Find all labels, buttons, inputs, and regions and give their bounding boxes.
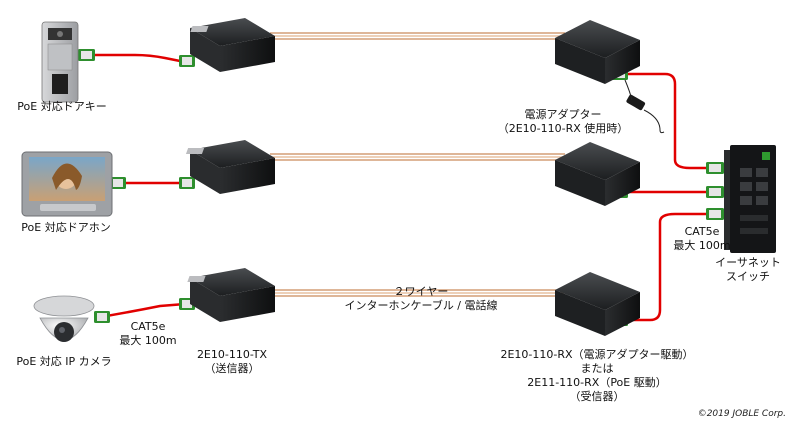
cat5e-left-line1: CAT5e [130, 320, 166, 333]
tx-unit-3 [187, 268, 275, 322]
cat5e-cable-rx3 [625, 212, 720, 322]
rj45-plug-tx2 [179, 177, 195, 189]
twowire-cable-middle [270, 153, 565, 161]
doorphone-label: PoE 対応ドアキー [17, 100, 107, 113]
copyright-notice: ©2019 JOBLE Corp. [697, 409, 786, 419]
intercom-label: PoE 対応ドアホン [21, 221, 111, 234]
rx-unit-1 [555, 20, 640, 84]
switch-label-line1: イーサネット [715, 256, 781, 269]
ethernet-switch [724, 145, 776, 253]
camera-label: PoE 対応 IP カメラ [16, 355, 112, 368]
poe-door-key-device [41, 21, 79, 103]
rx-label-line4: （受信器） [569, 390, 625, 403]
adapter-label-line2: （2E10-110-RX 使用時） [497, 122, 629, 135]
switch-label-line2: スイッチ [726, 270, 770, 283]
rj45-plug-doorphone [78, 49, 95, 61]
power-adapter [624, 79, 665, 134]
rj45-plug-tx1 [179, 55, 195, 67]
cat5e-cable-rx1 [625, 72, 720, 170]
rx-unit-2 [555, 142, 640, 206]
rj45-plug-switch2 [706, 186, 724, 198]
tx-unit-1 [190, 18, 275, 72]
cat5e-left-line2: 最大 100m [119, 334, 177, 347]
cat5e-right-line1: CAT5e [684, 225, 720, 238]
tx-unit-2 [185, 140, 275, 194]
adapter-label-line1: 電源アダプター [524, 108, 602, 121]
rx-label-line3: 2E11-110-RX（PoE 駆動） [527, 376, 667, 389]
rx-label-line1: 2E10-110-RX（電源アダプター駆動） [500, 348, 694, 361]
twowire-label-line1: ２ワイヤー [393, 285, 449, 298]
tx-model-label: 2E10-110-TX [196, 348, 268, 361]
twowire-cable-bottom [270, 289, 565, 297]
rx-unit-3 [555, 272, 640, 336]
rj45-plug-switch1 [706, 162, 724, 174]
tx-role-label: （送信器） [204, 362, 260, 375]
rj45-plug-camera [94, 311, 110, 323]
poe-intercom-monitor [21, 151, 113, 217]
rj45-plug-intercom [110, 177, 126, 189]
twowire-cable-top [270, 32, 565, 40]
rj45-plug-switch3 [706, 208, 724, 220]
cat5e-cable-doorphone [95, 53, 186, 64]
rx-label-line2: または [580, 362, 614, 375]
twowire-label-line2: インターホンケーブル / 電話線 [344, 299, 498, 312]
cat5e-right-line2: 最大 100m [673, 239, 731, 252]
poe-ip-camera [33, 295, 95, 342]
